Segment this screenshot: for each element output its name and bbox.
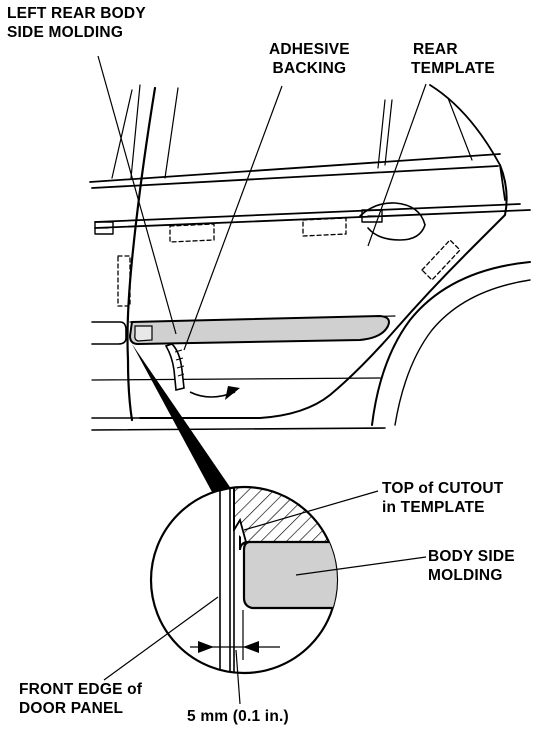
label-rear-template: REAR TEMPLATE [411,41,495,77]
label-top-of-cutout: TOP of CUTOUT in TEMPLATE [382,480,504,516]
label-dimension: 5 mm (0.1 in.) [187,708,289,725]
label-left-rear-body-side-molding: LEFT REAR BODY SIDE MOLDING [7,5,146,41]
detail-circle [103,485,427,705]
label-adhesive-backing: ADHESIVE BACKING [269,41,350,77]
label-front-edge-door-panel: FRONT EDGE of DOOR PANEL [19,681,143,717]
molding-strip [128,314,390,346]
magnifier-pointer [132,344,232,492]
label-body-side-molding: BODY SIDE MOLDING [428,548,515,584]
car-body-outline [89,84,531,431]
leader-lines [97,55,427,351]
